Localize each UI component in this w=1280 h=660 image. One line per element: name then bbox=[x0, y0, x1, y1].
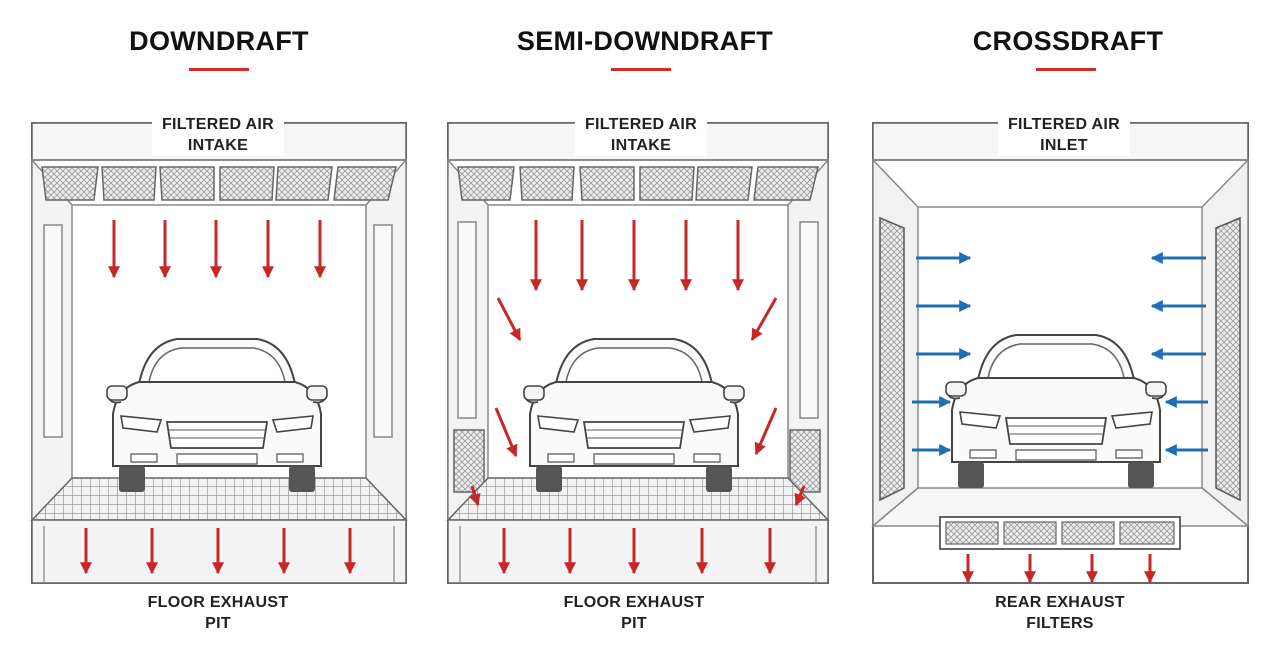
semi-downdraft-airflow-arrows bbox=[469, 220, 806, 575]
semi-downdraft-title: SEMI-DOWNDRAFT bbox=[516, 26, 774, 56]
crossdraft-inlet-label-line1: FILTERED AIR bbox=[1007, 116, 1121, 133]
downdraft-floor-grate bbox=[30, 477, 408, 521]
semi-downdraft-exhaust-label-line1: FLOOR EXHAUST bbox=[563, 594, 705, 611]
downdraft-ceiling-filters bbox=[41, 166, 397, 201]
crossdraft-exhaust-label-line1: REAR EXHAUST bbox=[995, 594, 1125, 611]
crossdraft-exhaust-label-line2: FILTERS bbox=[1026, 615, 1094, 632]
crossdraft-title: CROSSDRAFT bbox=[972, 26, 1164, 56]
semi-downdraft-title-underline bbox=[611, 68, 671, 71]
downdraft-exhaust-label-line1: FLOOR EXHAUST bbox=[147, 594, 289, 611]
semi-downdraft-intake-label-line2: INTAKE bbox=[610, 137, 672, 154]
crossdraft-booth bbox=[870, 122, 1251, 584]
downdraft-airflow-arrows bbox=[80, 220, 356, 575]
semi-downdraft-intake-label: FILTERED AIR INTAKE bbox=[574, 114, 708, 156]
downdraft-booth bbox=[30, 122, 408, 584]
crossdraft-exhaust-arrows bbox=[962, 554, 1156, 584]
crossdraft-exhaust-label: REAR EXHAUST FILTERS bbox=[985, 592, 1135, 634]
semi-downdraft-exhaust-label: FLOOR EXHAUST PIT bbox=[553, 592, 715, 634]
crossdraft-inlet-label-line2: INLET bbox=[1040, 137, 1088, 154]
downdraft-exhaust-label: FLOOR EXHAUST PIT bbox=[137, 592, 299, 634]
crossdraft-right-intake-filter bbox=[1215, 216, 1241, 502]
downdraft-title: DOWNDRAFT bbox=[129, 26, 309, 56]
crossdraft-rear-exhaust-filters bbox=[939, 516, 1181, 550]
crossdraft-inlet-label: FILTERED AIR INLET bbox=[997, 114, 1131, 156]
crossdraft-inlet-arrows bbox=[912, 252, 1208, 456]
semi-downdraft-exhaust-label-line2: PIT bbox=[621, 615, 647, 632]
semi-downdraft-booth bbox=[446, 122, 830, 584]
downdraft-exhaust-label-line2: PIT bbox=[205, 615, 231, 632]
downdraft-intake-label: FILTERED AIR INTAKE bbox=[151, 114, 285, 156]
crossdraft-left-intake-filter bbox=[879, 216, 905, 502]
downdraft-intake-label-line1: FILTERED AIR bbox=[161, 116, 275, 133]
semi-downdraft-intake-label-line1: FILTERED AIR bbox=[584, 116, 698, 133]
semi-downdraft-left-exhaust-filter bbox=[453, 429, 485, 493]
crossdraft-title-underline bbox=[1036, 68, 1096, 71]
downdraft-intake-label-line2: INTAKE bbox=[187, 137, 249, 154]
semi-downdraft-ceiling-filters bbox=[457, 166, 819, 201]
downdraft-title-underline bbox=[189, 68, 249, 71]
semi-downdraft-floor-grate bbox=[446, 477, 830, 521]
semi-downdraft-right-exhaust-filter bbox=[789, 429, 821, 493]
